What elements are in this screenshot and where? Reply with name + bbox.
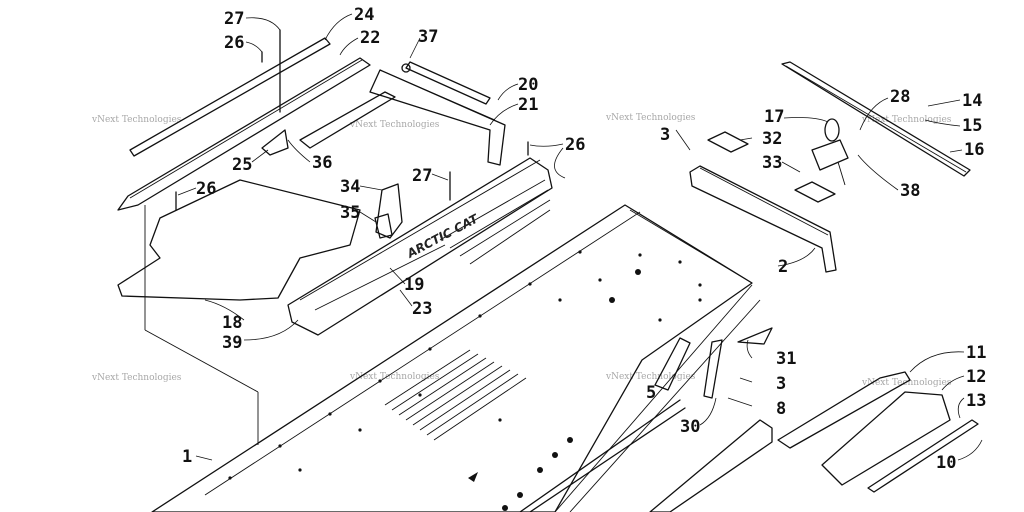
watermark-6: vNext Technologies [349,372,440,382]
rail-part-22 [117,57,371,211]
callout-30: 30 [680,417,700,437]
strip-part-37 [401,61,491,105]
callout-24: 24 [354,5,374,25]
watermark-3: vNext Technologies [605,113,696,123]
callout-12: 12 [966,367,986,387]
callout-8: 8 [776,399,786,419]
callout-18: 18 [222,313,242,333]
mat-part-18 [117,179,361,445]
callout-22: 22 [360,28,380,48]
callout-34: 34 [340,177,360,197]
callout-2: 2 [778,257,788,277]
callout-37: 37 [418,27,438,47]
pad-part-33 [794,181,836,203]
watermark-1: vNext Technologies [91,115,182,125]
bracket-part-8 [703,339,723,399]
callout-26: 26 [565,135,585,155]
callout-39: 39 [222,333,242,353]
callout-14: 14 [962,91,982,111]
callout-16: 16 [964,140,984,160]
side-rail-part-30 [649,337,773,512]
callout-33: 33 [762,153,782,173]
callout-3: 3 [776,374,786,394]
leader-lines [177,13,983,461]
callout-35: 35 [340,203,360,223]
callout-26: 26 [224,33,244,53]
rail-part-5 [519,399,686,512]
skirt-part-11 [777,371,911,449]
bumper-part-20-21 [299,69,506,166]
callout-3: 3 [660,125,670,145]
watermark-7: vNext Technologies [605,372,696,382]
bolt-fasteners [175,29,529,211]
callout-23: 23 [412,299,432,319]
plate-part-31 [737,327,773,345]
callout-19: 19 [404,275,424,295]
pad-part-32 [707,131,749,153]
callout-38: 38 [900,181,920,201]
callout-27: 27 [412,166,432,186]
callout-17: 17 [764,107,784,127]
watermarks: vNext Technologies vNext Technologies vN… [91,113,952,388]
callout-21: 21 [518,95,538,115]
callout-26: 26 [196,179,216,199]
strip-part-13 [867,419,979,493]
callout-labels: 27 24 26 22 37 20 21 26 25 36 26 34 27 3… [182,5,986,473]
skirt-part-12 [821,391,951,486]
snowflap-part-16 [781,61,971,177]
callout-28: 28 [890,87,910,107]
callout-1: 1 [182,447,192,467]
arrow-icon [468,472,478,482]
watermark-4: vNext Technologies [861,115,952,125]
watermark-8: vNext Technologies [861,378,952,388]
callout-25: 25 [232,155,252,175]
callout-13: 13 [966,391,986,411]
rear-bumper-part-2 [689,165,837,273]
callout-10: 10 [936,453,956,473]
callout-11: 11 [966,343,986,363]
callout-32: 32 [762,129,782,149]
callout-5: 5 [646,383,656,403]
tunnel-part [151,204,761,512]
callout-27: 27 [224,9,244,29]
hitch-part-17 [811,118,849,186]
bracket-part-34-35 [374,183,403,239]
callout-31: 31 [776,349,796,369]
bracket-part-25 [261,129,289,156]
callout-20: 20 [518,75,538,95]
callout-15: 15 [962,116,982,136]
tunnel-vent-louvers [384,349,527,441]
callout-36: 36 [312,153,332,173]
rail-part-24 [129,37,331,157]
watermark-2: vNext Technologies [349,120,440,130]
watermark-5: vNext Technologies [91,373,182,383]
tunnel-rivets [228,250,702,511]
